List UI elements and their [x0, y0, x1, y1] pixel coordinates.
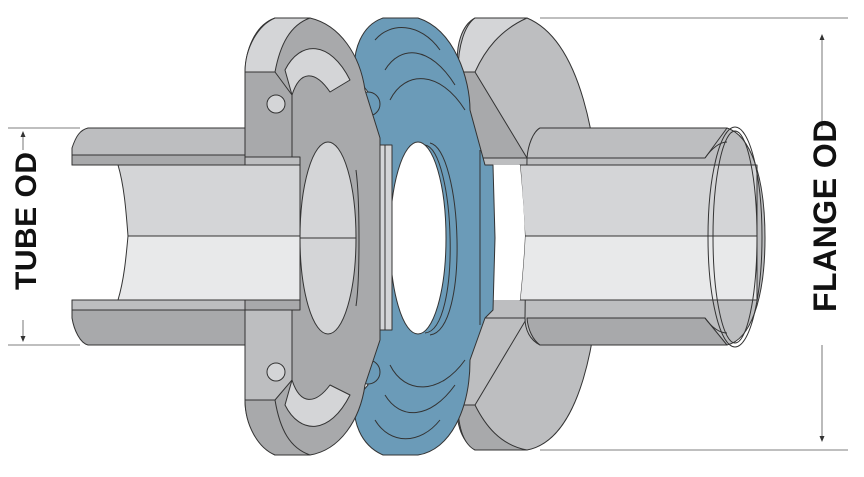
tube-od-label: TUBE OD: [10, 151, 43, 291]
left-tube: [71, 127, 301, 346]
right-tube: [519, 126, 766, 348]
flange-od-label: FLANGE OD: [807, 119, 843, 312]
flange-od-dimension: [540, 17, 848, 451]
left-ferrule-flange: [244, 17, 393, 456]
gasket: [351, 17, 496, 456]
tube-od-dimension: [8, 127, 80, 346]
